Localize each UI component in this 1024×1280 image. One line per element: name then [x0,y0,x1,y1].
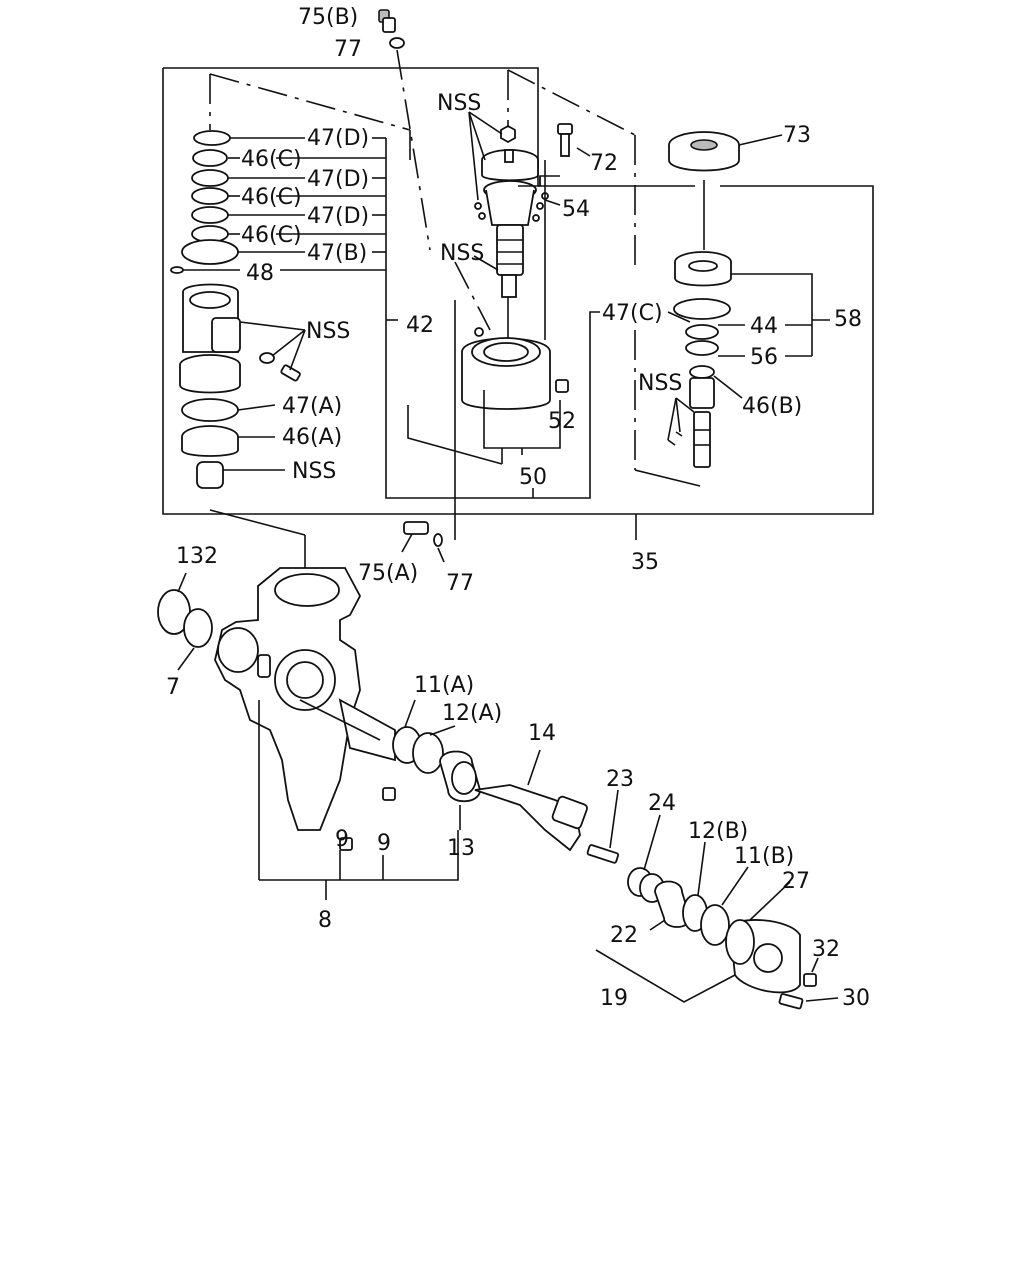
label-12b: 12(B) [688,819,748,844]
label-13: 13 [447,836,475,861]
label-52: 52 [548,409,576,434]
label-132: 132 [176,544,218,569]
label-46c-2: 46(C) [241,185,302,210]
label-9a: 9 [335,827,349,852]
label-30: 30 [842,986,870,1011]
label-27: 27 [782,869,810,894]
left-stack-leaders [183,137,600,499]
label-46b: 46(B) [742,394,802,419]
label-75b: 75(B) [298,5,358,30]
seal-ring-stack [170,73,411,489]
label-23: 23 [606,767,634,792]
label-nss-top: NSS [437,91,481,116]
right-valve-parts [667,131,783,468]
label-24: 24 [648,791,676,816]
label-47b: 47(B) [307,241,367,266]
label-7: 7 [166,675,180,700]
label-14: 14 [528,721,556,746]
label-nss-left: NSS [306,319,350,344]
label-35: 35 [631,550,659,575]
label-47a: 47(A) [282,394,342,419]
label-54: 54 [562,197,590,222]
fitting-75a-part [401,521,445,563]
label-46c-3: 46(C) [241,223,302,248]
right-leaders [667,273,830,441]
label-8: 8 [318,908,332,933]
label-47d-1: 47(D) [307,126,369,151]
label-nss-mid: NSS [440,241,484,266]
label-22: 22 [610,923,638,948]
gear-housing [209,509,459,900]
label-47d-3: 47(D) [307,204,369,229]
label-56: 56 [750,345,778,370]
part-labels: 75(B) 77 NSS 72 73 54 47(D) 46(C) 47(D) … [166,5,870,1011]
label-9b: 9 [377,831,391,856]
label-12a: 12(A) [442,701,502,726]
label-77-top: 77 [334,37,362,62]
label-11a: 11(A) [414,673,474,698]
label-47d-2: 47(D) [307,167,369,192]
label-nss-low: NSS [292,459,336,484]
center-valve-assembly [461,69,701,487]
label-77-low: 77 [446,571,474,596]
label-42: 42 [406,313,434,338]
label-75a: 75(A) [358,561,418,586]
seal-132-and-7 [157,572,213,671]
label-32: 32 [812,937,840,962]
label-73: 73 [783,123,811,148]
assembly-35-outline [162,67,874,540]
label-nss-right: NSS [638,371,682,396]
label-50: 50 [519,465,547,490]
label-46a: 46(A) [282,425,342,450]
label-11b: 11(B) [734,844,794,869]
adjuster-cover-parts [586,789,839,1010]
center-leaders [407,111,591,540]
label-48: 48 [246,261,274,286]
fitting-75b-part [378,9,431,251]
label-72: 72 [590,151,618,176]
sector-shaft-parts [392,699,588,852]
label-44: 44 [750,314,778,339]
label-47c: 47(C) [602,301,663,326]
label-19: 19 [600,986,628,1011]
label-46c-1: 46(C) [241,147,302,172]
label-58: 58 [834,307,862,332]
